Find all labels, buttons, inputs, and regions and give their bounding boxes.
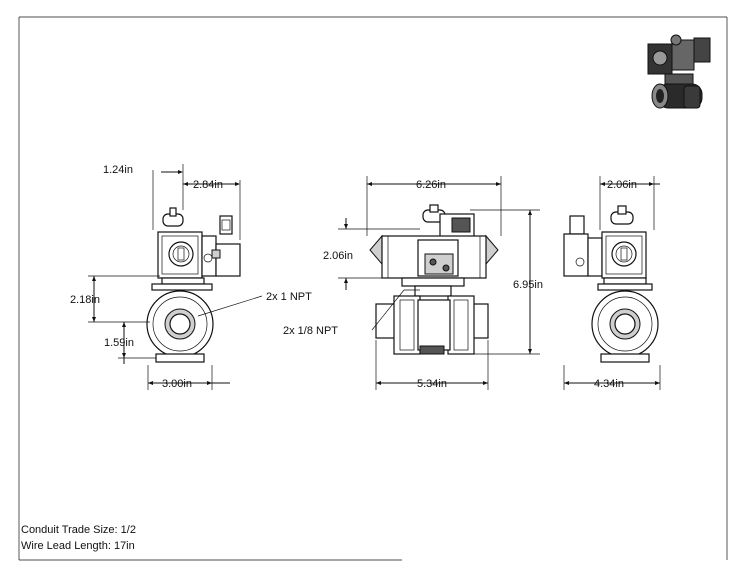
dimension-labels: 1.24in 2.84in 2.18in 1.59in 3.00in 6.26i… [70,164,637,390]
dim-label-d7: 2.06in [323,250,353,262]
callout-npt1: 2x 1 NPT [266,291,312,303]
dim-label-d4: 1.59in [104,337,134,349]
front-view [338,176,540,390]
dim-label-d10: 2.06in [607,179,637,191]
dim-label-d8: 6.95in [513,279,543,291]
right-side-view [563,176,661,390]
note-wire-lead-length: Wire Lead Length: 17in [21,540,135,552]
isometric-thumbnail [647,34,711,109]
dim-label-d6: 6.26in [416,179,446,191]
sheet-border [18,16,728,561]
dim-label-d5: 3.00in [162,378,192,390]
dim-label-d3: 2.18in [70,294,100,306]
note-conduit-trade-size: Conduit Trade Size: 1/2 [21,524,136,536]
dim-label-d1: 1.24in [103,164,133,176]
dim-label-d2: 2.84in [193,179,223,191]
dim-label-d9: 5.34in [417,378,447,390]
left-side-view [88,164,263,390]
dim-label-d11: 4.34in [594,378,624,390]
callout-npt2: 2x 1/8 NPT [283,325,338,337]
